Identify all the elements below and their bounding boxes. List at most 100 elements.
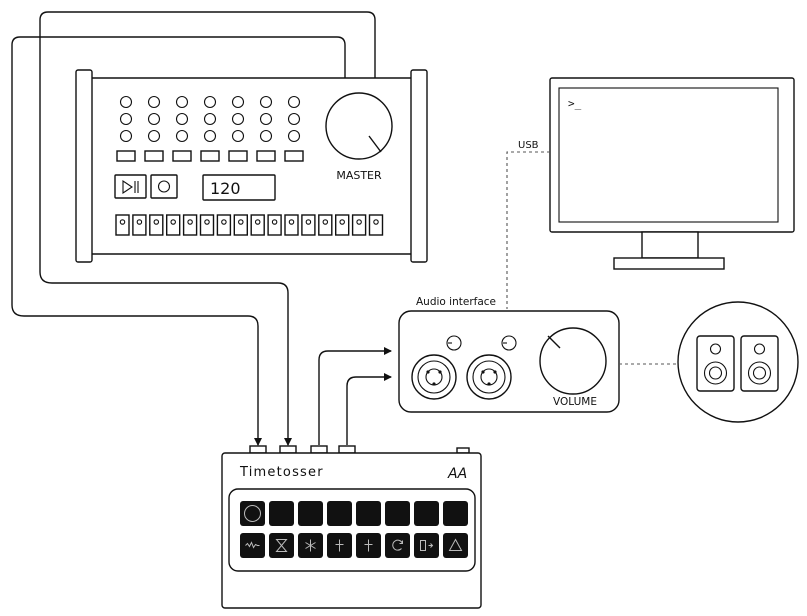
- small-knob[interactable]: [287, 112, 301, 126]
- step-led: [322, 219, 329, 225]
- pad-bottom[interactable]: [414, 533, 439, 558]
- small-knob[interactable]: [147, 112, 161, 126]
- waveform-icon: [245, 541, 260, 549]
- snowflake-icon: [305, 539, 316, 552]
- step-button[interactable]: [182, 214, 198, 236]
- monitor-screen: [558, 87, 779, 223]
- channel-button[interactable]: [200, 150, 220, 162]
- step-button[interactable]: [165, 214, 181, 236]
- small-knob[interactable]: [119, 95, 133, 109]
- computer: >_: [549, 77, 795, 270]
- step-button[interactable]: [115, 214, 130, 236]
- small-knob[interactable]: [203, 112, 217, 126]
- combo-input-2[interactable]: [466, 354, 512, 400]
- step-led: [221, 219, 227, 225]
- step-led: [204, 219, 210, 225]
- small-knob[interactable]: [231, 112, 245, 126]
- pad-top[interactable]: [269, 501, 294, 526]
- record-icon: [157, 180, 171, 193]
- step-button[interactable]: [368, 214, 384, 236]
- step-button[interactable]: [250, 214, 265, 236]
- channel-button[interactable]: [284, 150, 304, 162]
- jack-in-2[interactable]: [279, 445, 297, 454]
- step-button[interactable]: [233, 214, 249, 236]
- pad-top[interactable]: [240, 501, 265, 526]
- usb-label: USB: [518, 140, 539, 151]
- circle-icon: [244, 505, 261, 522]
- timetosser: Timetosser AA: [221, 445, 482, 609]
- pad-bottom[interactable]: [385, 533, 410, 558]
- marker-icon: [335, 539, 344, 552]
- hourglass-icon: [275, 539, 288, 552]
- step-button[interactable]: [216, 214, 232, 236]
- drum-machine-cables: [11, 11, 376, 446]
- master-knob-pointer: [368, 135, 382, 153]
- small-knob[interactable]: [119, 112, 133, 126]
- channel-button[interactable]: [172, 150, 192, 162]
- channel-button[interactable]: [116, 150, 136, 162]
- step-led: [339, 219, 345, 225]
- small-knob[interactable]: [287, 129, 301, 143]
- small-knob[interactable]: [175, 112, 189, 126]
- small-knob[interactable]: [175, 129, 189, 143]
- step-button[interactable]: [301, 214, 316, 236]
- step-button[interactable]: [149, 214, 164, 236]
- small-knob[interactable]: [287, 95, 301, 109]
- audio-interface-title: Audio interface: [416, 296, 496, 308]
- master-knob-label: MASTER: [336, 169, 382, 182]
- combo-input-1[interactable]: [411, 354, 457, 400]
- step-button[interactable]: [335, 214, 350, 236]
- small-knob[interactable]: [259, 129, 273, 143]
- monitor-frame: [549, 77, 795, 233]
- marker-icon: [364, 539, 373, 552]
- pad-top[interactable]: [327, 501, 352, 526]
- step-button[interactable]: [351, 214, 367, 236]
- step-led: [373, 219, 379, 225]
- step-led: [136, 219, 143, 225]
- power-jack[interactable]: [456, 447, 470, 454]
- small-knob[interactable]: [147, 129, 161, 143]
- volume-label: VOLUME: [553, 396, 597, 408]
- gain-knob-1[interactable]: [446, 335, 462, 351]
- small-knob[interactable]: [231, 129, 245, 143]
- small-knob[interactable]: [147, 95, 161, 109]
- pad-top[interactable]: [414, 501, 439, 526]
- jack-out-2[interactable]: [338, 445, 356, 454]
- drum-machine-mute-buttons: [116, 150, 304, 162]
- small-knob[interactable]: [119, 129, 133, 143]
- step-led: [254, 219, 261, 225]
- step-led: [271, 219, 278, 225]
- pad-top[interactable]: [356, 501, 381, 526]
- pad-bottom[interactable]: [443, 533, 468, 558]
- step-button[interactable]: [318, 214, 333, 236]
- master-knob[interactable]: [325, 92, 393, 160]
- pad-top[interactable]: [443, 501, 468, 526]
- pad-top[interactable]: [385, 501, 410, 526]
- step-led: [119, 219, 126, 225]
- small-knob[interactable]: [175, 95, 189, 109]
- jack-out-1[interactable]: [310, 445, 328, 454]
- channel-button[interactable]: [256, 150, 276, 162]
- small-knob[interactable]: [231, 95, 245, 109]
- cable-outer-left: [39, 11, 376, 445]
- pad-top[interactable]: [298, 501, 323, 526]
- drum-machine-knob-grid: [119, 95, 301, 143]
- channel-button[interactable]: [228, 150, 248, 162]
- cable-arrow-right: [284, 438, 292, 446]
- small-knob[interactable]: [259, 112, 273, 126]
- channel-button[interactable]: [144, 150, 164, 162]
- small-knob[interactable]: [259, 95, 273, 109]
- record-button[interactable]: [150, 174, 178, 199]
- output-arrow-1: [384, 347, 392, 355]
- gain-knob-2[interactable]: [501, 335, 517, 351]
- step-sequencer: [115, 214, 384, 236]
- small-knob[interactable]: [203, 129, 217, 143]
- step-button[interactable]: [267, 214, 282, 236]
- jack-in-1[interactable]: [249, 445, 267, 454]
- step-button[interactable]: [199, 214, 215, 236]
- step-button[interactable]: [284, 214, 299, 236]
- step-button[interactable]: [132, 214, 147, 236]
- small-knob[interactable]: [203, 95, 217, 109]
- speaker-left: [696, 335, 735, 392]
